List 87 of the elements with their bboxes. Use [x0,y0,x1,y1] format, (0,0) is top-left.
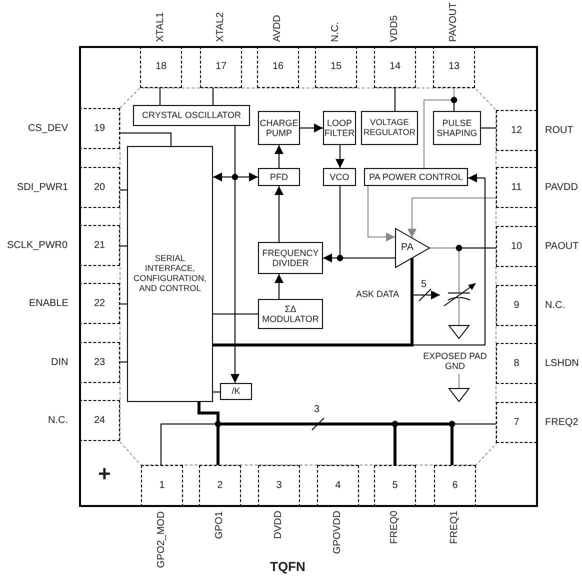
pin-name: FREQ0 [389,510,401,544]
ground-symbol [448,388,470,402]
amplifier-triangle: PA [395,228,430,268]
pin-name: GPOVDD [332,510,344,554]
pin-name: SCLK_PWR0 [7,240,68,252]
voltage-regulator-block: VOLTAGE REGULATOR [361,111,418,145]
connector-line [336,144,344,168]
vco-block: VCO [323,168,356,186]
pin-name: N.C. [545,300,565,312]
pin-name: PAOUT [545,240,579,252]
pin-box: 15 [315,46,357,88]
connector-line [274,274,284,300]
pin-box: 13 [433,46,475,88]
pin-name: FREQ1 [449,510,461,544]
connector-line [458,374,460,388]
pin-name: XTAL2 [215,12,227,42]
pin-box: 2 [199,465,241,507]
pin-name: DIN [51,356,68,368]
pin-box: 10 [496,226,537,267]
pin-box: 18 [140,46,182,88]
connector-line [300,124,324,132]
divider-block: /K [220,383,252,400]
power-control-block: PA POWER CONTROL [364,168,468,186]
charge-pump-block: CHARGE PUMP [258,111,300,145]
serial-interface-block: SERIAL INTERFACE, CONFIGURATION, AND CONTROL [127,146,213,402]
connector-line [430,248,460,282]
pin-box: 12 [496,110,537,151]
connector-line [230,126,240,384]
pin-name: N.C. [330,22,342,42]
pin-name: PAVOUT [448,2,460,42]
pin-box: 19 [79,108,120,149]
frequency-divider-block: FREQUENCY DIVIDER [258,242,323,274]
connector-line [212,172,258,182]
pin-name: XTAL1 [155,12,167,42]
pin-box: 23 [79,342,120,383]
connector-line [274,144,284,168]
connector-line [212,88,214,106]
pin-name: N.C. [48,414,68,426]
chip-package-outline [79,46,538,507]
connector-line [424,88,454,168]
pin-box: 14 [374,46,416,88]
pin-box: 5 [374,465,416,507]
connector-line [368,186,396,242]
pin-box: 4 [317,465,359,507]
pin-name: GPO2_MOD [156,511,168,568]
pin-name: ENABLE [29,298,68,310]
pin-box: 9 [496,285,537,326]
connector-line [408,198,496,238]
connector-line [394,88,396,112]
pin-box: 11 [496,167,537,208]
loop-filter-block: LOOP FILTER [323,111,356,145]
connector-line [458,310,460,326]
pin-box: 7 [496,402,537,443]
connector-line [274,186,284,242]
pin-name: PAVDD [545,182,578,194]
pin-box: 22 [79,283,120,324]
pin-name: GPO1 [214,511,226,539]
pin-name: ROUT [545,124,574,136]
modulator-block: ΣΔ MODULATOR [258,299,323,329]
pin-name: DVDD [273,510,285,539]
ground-symbol [448,325,470,339]
pin-box: 3 [258,465,300,507]
ground-pad-label: EXPOSED PAD GND [418,348,492,374]
package-label: TQFN [270,559,306,574]
pin-one-mark: + [98,461,111,487]
bus-width-label: 5 [421,279,427,290]
pin-box: 16 [257,46,299,88]
pin-name: VDD5 [389,15,401,42]
pin-box: 24 [79,400,120,441]
bus-line [213,258,414,346]
signal-label: ASK DATA [356,289,400,299]
oscillator-block: CRYSTAL OSCILLATOR [133,105,250,126]
pin-box: 17 [200,46,242,88]
bus-width-label: 3 [314,404,320,415]
pin-box: 1 [141,465,183,507]
pin-name: SDI_PWR1 [17,182,68,194]
pulse-shaping-block: PULSE SHAPING [433,111,481,145]
pfd-block: PFD [258,168,300,186]
pin-name: AVDD [272,14,284,42]
pin-box: 8 [496,343,537,384]
pin-name: LSHDN [545,358,579,370]
pin-box: 6 [434,465,476,507]
pin-box: 20 [79,167,120,208]
connector-line [120,132,172,146]
pin-box: 21 [79,225,120,266]
pin-name: CS_DEV [28,122,68,134]
pin-name: FREQ2 [545,416,578,428]
